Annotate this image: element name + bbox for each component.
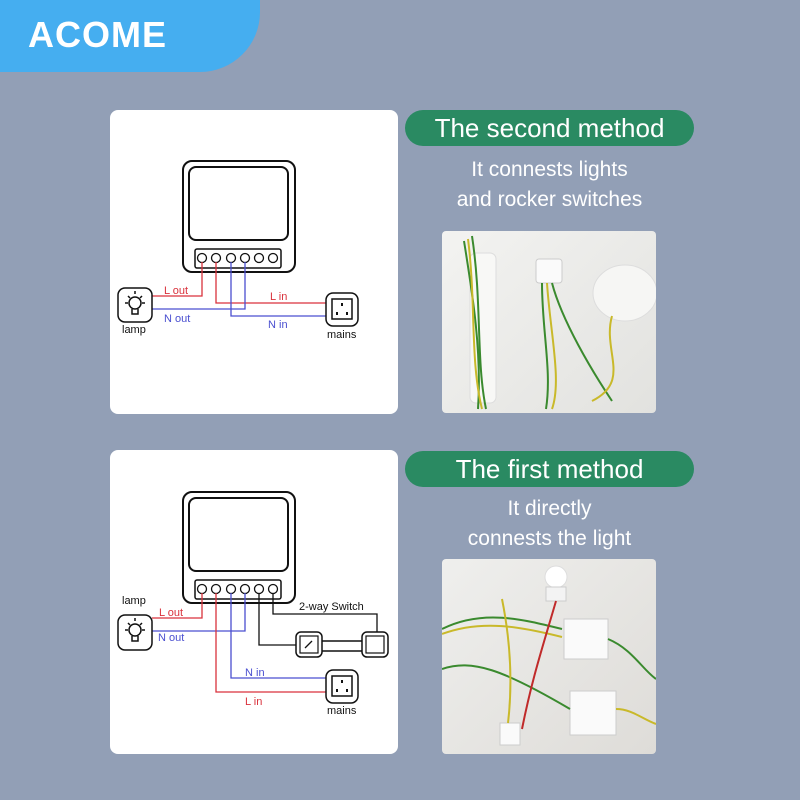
wire-l-out bbox=[152, 262, 203, 297]
wire-switch-2 bbox=[272, 593, 378, 632]
label-n-out: N out bbox=[158, 632, 184, 644]
label-n-in: N in bbox=[245, 667, 265, 679]
wire-n-out bbox=[152, 593, 246, 632]
second-method-line2: and rocker switches bbox=[456, 188, 643, 211]
second-method-line1: It connests lights bbox=[471, 158, 628, 181]
wire-n-in bbox=[230, 262, 326, 317]
brand-logo: ACOME bbox=[0, 0, 260, 72]
mains-socket-icon bbox=[325, 292, 359, 327]
module-device bbox=[182, 160, 296, 273]
second-method-photo bbox=[442, 231, 656, 413]
second-method-diagram bbox=[117, 160, 359, 327]
label-lamp: lamp bbox=[122, 595, 146, 607]
first-method-line2: connests the light bbox=[467, 527, 632, 550]
label-2-way-switch: 2-way Switch bbox=[299, 601, 364, 613]
label-n-in: N in bbox=[268, 319, 288, 331]
terminals bbox=[196, 252, 279, 264]
label-lamp: lamp bbox=[122, 324, 146, 336]
first-method-title: The first method bbox=[405, 451, 694, 487]
first-method-photo bbox=[442, 559, 656, 754]
label-l-in: L in bbox=[245, 696, 262, 708]
wire-l-in bbox=[215, 262, 326, 304]
switch-2-icon bbox=[361, 631, 389, 658]
label-mains: mains bbox=[327, 705, 357, 717]
first-method-line1: It directly bbox=[507, 497, 592, 520]
lamp-icon bbox=[117, 614, 153, 651]
wire-l-in bbox=[215, 593, 326, 693]
first-method-diagram bbox=[117, 491, 389, 704]
label-l-in: L in bbox=[270, 291, 287, 303]
mains-socket-icon bbox=[325, 669, 359, 704]
lamp-icon bbox=[117, 287, 153, 323]
label-l-out: L out bbox=[159, 607, 183, 619]
label-n-out: N out bbox=[164, 313, 190, 325]
wire-switch-1 bbox=[258, 593, 296, 646]
module-device bbox=[182, 491, 296, 604]
wire-l-out bbox=[152, 593, 203, 619]
label-l-out: L out bbox=[164, 285, 188, 297]
label-mains: mains bbox=[327, 329, 357, 341]
switch-1-icon bbox=[295, 631, 323, 658]
wire-n-in bbox=[230, 593, 326, 679]
second-method-title: The second method bbox=[405, 110, 694, 146]
brand-name: ACOME bbox=[28, 14, 167, 55]
wire-n-out bbox=[152, 262, 246, 310]
